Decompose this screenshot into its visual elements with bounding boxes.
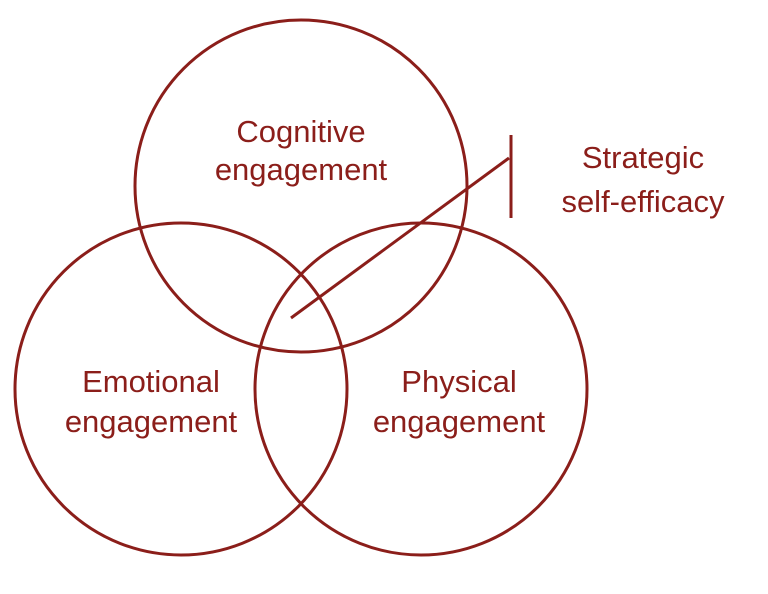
cognitive-engagement-circle [133, 18, 469, 354]
callout-pointer-line [290, 156, 510, 320]
cognitive-engagement-label: Cognitive engagement [215, 114, 388, 187]
callout-label-line2: self-efficacy [561, 184, 725, 219]
cognitive-label-line2: engagement [215, 152, 388, 187]
strategic-self-efficacy-label: Strategic self-efficacy [561, 140, 725, 219]
callout-label-line1: Strategic [582, 140, 704, 175]
physical-label-line1: Physical [401, 364, 516, 399]
emotional-label-line2: engagement [65, 404, 238, 439]
cognitive-label-line1: Cognitive [236, 114, 365, 149]
physical-label-line2: engagement [373, 404, 546, 439]
emotional-engagement-circle [13, 221, 349, 557]
physical-engagement-label: Physical engagement [373, 364, 546, 439]
emotional-label-line1: Emotional [82, 364, 220, 399]
emotional-engagement-label: Emotional engagement [65, 364, 238, 439]
